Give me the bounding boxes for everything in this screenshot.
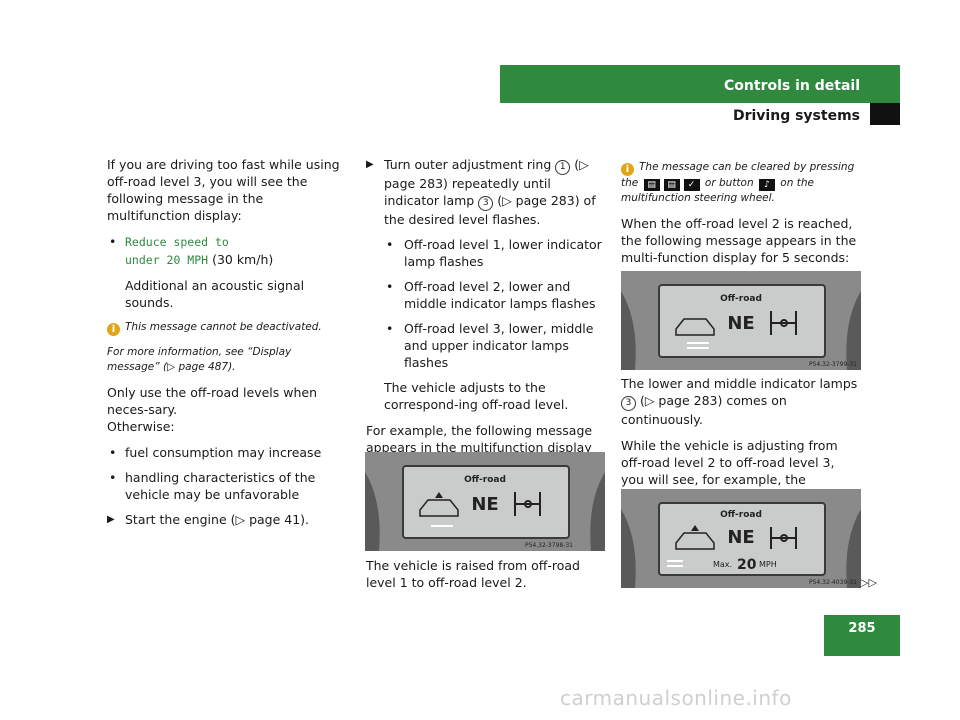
step-text: (▷ page 283) repeatedly until indicator … [384, 157, 589, 208]
max-unit: MPH [759, 560, 777, 569]
car-icon [675, 318, 715, 336]
info-icon: i [107, 323, 120, 336]
list-item: • Off-road level 1, lower indicator lamp … [366, 236, 606, 270]
display-title: Off-road [464, 475, 506, 485]
footer-watermark: carmanualsonline.info [560, 686, 792, 710]
column-2: ▶ Turn outer adjustment ring 1 (▷ page 2… [366, 156, 606, 482]
callout-number: 3 [478, 196, 494, 211]
header-bar [500, 65, 900, 103]
display-message: Reduce speed to [125, 235, 229, 249]
list-item: • handling characteristics of the vehicle… [107, 469, 347, 503]
action-step: ▶ Turn outer adjustment ring 1 (▷ page 2… [366, 156, 606, 228]
info-text: The message can be cleared by pressing t… [621, 161, 855, 189]
info-note: For more information, see “Display messa… [107, 346, 292, 373]
display-image: Off-road NE Max. 20 MPH P54.32-4039-31 [621, 489, 861, 588]
callout-number: 1 [555, 160, 571, 175]
axle-icon [770, 311, 797, 335]
list-text: Off-road level 1, lower indicator lamp f… [404, 237, 602, 269]
image-code: P54.32-3799-31 [809, 361, 857, 368]
image-code: P54.32-4039-31 [809, 579, 857, 586]
display-title: Off-road [720, 294, 762, 304]
axle-icon [514, 492, 541, 516]
image-code: P54.32-3798-31 [525, 542, 573, 549]
list-item: • Reduce speed to under 20 MPH (30 km/h) [107, 233, 347, 269]
paragraph: The vehicle is raised from off-road leve… [366, 558, 580, 590]
section-title: Driving systems [732, 108, 860, 124]
bullet-icon: • [386, 321, 394, 336]
step-text: Start the engine (▷ page 41). [125, 512, 310, 527]
chapter-title: Controls in detail [724, 78, 860, 94]
paragraph-text: (▷ page 283) comes on continuously. [621, 393, 787, 427]
display-title: Off-road [720, 510, 762, 520]
max-label: Max. [713, 560, 732, 569]
display-image: Off-road NE P54.32-3799-31 [621, 271, 861, 370]
info-text: This message cannot be deactivated. [125, 321, 322, 333]
bullet-icon: • [386, 237, 394, 252]
max-value: 20 [737, 557, 757, 573]
callout-number: 3 [621, 396, 636, 411]
car-icon [675, 532, 715, 550]
paragraph: The vehicle adjusts to the correspond-in… [384, 380, 569, 412]
info-text: on the multifunction steering wheel. [621, 177, 814, 204]
steering-button-icon: ♪ [758, 179, 775, 191]
display-key-icon: ✓ [683, 179, 700, 191]
display-key-icon: ▤ [643, 179, 660, 191]
list-item: • Off-road level 3, lower, middle and upp… [366, 320, 606, 371]
info-note: i This message cannot be deactivated. [107, 320, 347, 336]
list-text: Off-road level 2, lower and middle indic… [404, 279, 596, 311]
paragraph: If you are driving too fast while using … [107, 157, 340, 223]
display-mode: NE [727, 527, 754, 548]
display-message: under 20 MPH [125, 253, 209, 267]
info-text: or button [701, 177, 757, 189]
list-text: Off-road level 3, lower, middle and uppe… [404, 321, 594, 370]
bullet-icon: • [109, 470, 117, 485]
triangle-arrow-icon: ▶ [366, 159, 374, 170]
column-1: If you are driving too fast while using … [107, 156, 347, 536]
page-number: 285 [824, 615, 900, 656]
paragraph: Otherwise: [107, 419, 175, 434]
axle-icon [770, 527, 797, 549]
display-image: Off-road NE P54.32-3798-31 [365, 452, 605, 551]
list-item: • fuel consumption may increase [107, 444, 347, 461]
paragraph: Additional an acoustic signal sounds. [125, 278, 305, 310]
display-key-icon: ▤ [663, 179, 680, 191]
display-mode: NE [727, 313, 754, 334]
list-text: fuel consumption may increase [125, 445, 322, 460]
paragraph-text: The lower and middle indicator lamps [621, 376, 858, 391]
caption-block: The vehicle is raised from off-road leve… [366, 557, 606, 600]
paragraph: Only use the off-road levels when neces-… [107, 385, 318, 417]
continued-marker: ▷▷ [860, 576, 877, 589]
bullet-icon: • [109, 234, 117, 249]
message-speed: (30 km/h) [208, 252, 274, 267]
paragraph: The lower and middle indicator lamps 3 (… [621, 375, 861, 428]
step-text: Turn outer adjustment ring [384, 157, 556, 172]
info-icon: i [621, 163, 634, 176]
action-step: ▶ Start the engine (▷ page 41). [107, 511, 347, 528]
paragraph: When the off-road level 2 is reached, th… [621, 216, 857, 265]
section-marker [870, 103, 900, 125]
display-mode: NE [471, 494, 498, 515]
triangle-arrow-icon: ▶ [107, 514, 115, 525]
list-item: • Off-road level 2, lower and middle indi… [366, 278, 606, 312]
bullet-icon: • [109, 445, 117, 460]
step-text: (▷ page 283) of the desired level flashe… [384, 193, 596, 227]
list-text: handling characteristics of the vehicle … [125, 470, 316, 502]
car-icon [419, 499, 459, 517]
bullet-icon: • [386, 279, 394, 294]
